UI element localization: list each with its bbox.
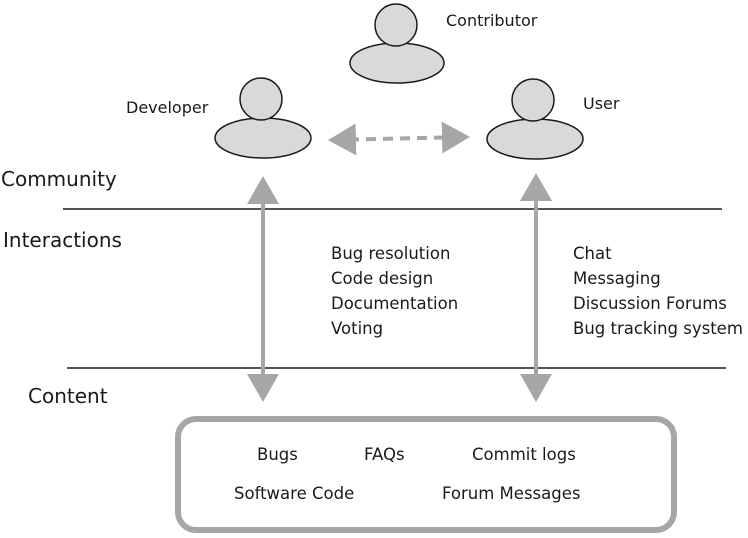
contributor-person-icon	[349, 3, 445, 84]
content-box	[175, 416, 677, 533]
developer-person-icon	[214, 77, 312, 159]
content-item-commit-logs: Commit logs	[472, 445, 576, 464]
user-label: User	[583, 94, 620, 113]
developer-label: Developer	[126, 98, 209, 117]
list-item: Bug resolution	[331, 244, 451, 263]
developer-interactions-list: Bug resolution Code design Documentation…	[331, 241, 458, 341]
list-item: Voting	[331, 319, 384, 338]
list-item: Bug tracking system	[573, 319, 743, 338]
list-item: Messaging	[573, 269, 661, 288]
developer-user-dashed-arrow	[328, 121, 470, 156]
list-item: Chat	[573, 244, 612, 263]
list-item: Code design	[331, 269, 434, 288]
list-item: Discussion Forums	[573, 294, 727, 313]
content-item-forum-messages: Forum Messages	[442, 484, 581, 503]
user-interactions-list: Chat Messaging Discussion Forums Bug tra…	[573, 241, 743, 341]
list-item: Documentation	[331, 294, 459, 313]
content-section-label: Content	[28, 384, 108, 408]
interactions-section-label: Interactions	[3, 228, 122, 252]
contributor-label: Contributor	[446, 11, 538, 30]
content-item-faqs: FAQs	[364, 445, 405, 464]
content-item-software-code: Software Code	[234, 484, 355, 503]
content-item-bugs: Bugs	[257, 445, 298, 464]
community-section-label: Community	[1, 167, 117, 191]
user-person-icon	[486, 78, 584, 160]
